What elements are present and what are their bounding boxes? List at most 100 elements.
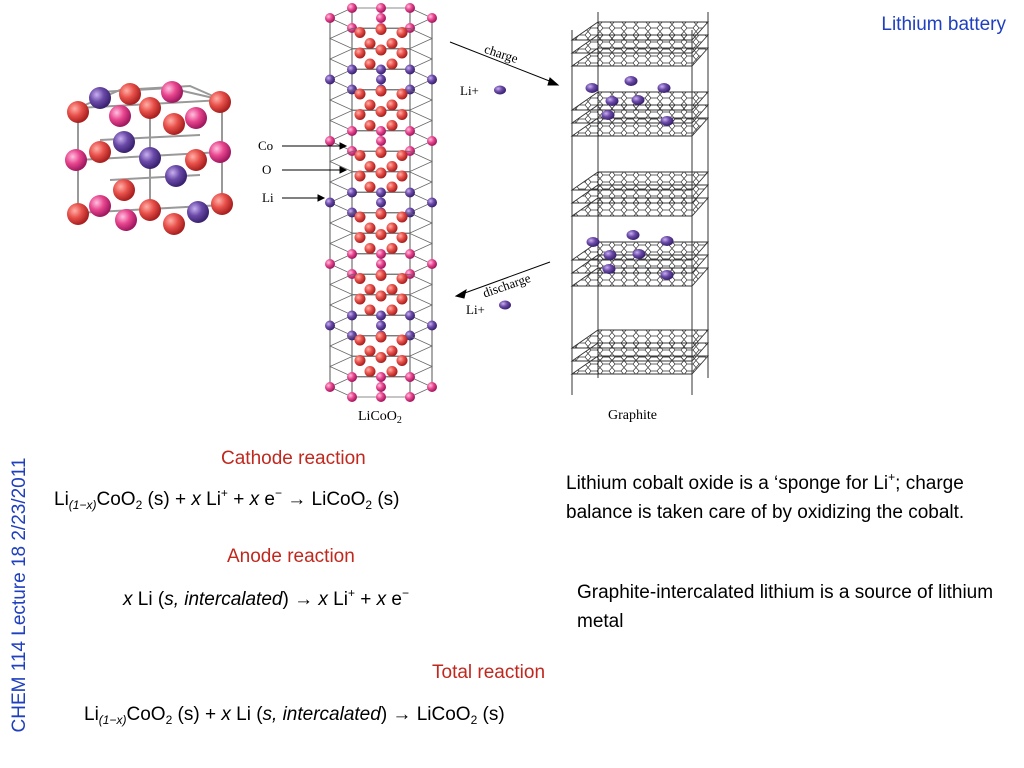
o-atom [396,355,408,366]
o-atom [364,38,376,49]
li-atom [347,84,357,95]
co-atom [347,249,357,259]
o-atom [375,85,387,97]
o-atom [386,120,398,131]
slide-title: Lithium battery [881,14,1006,35]
o-atom [386,345,398,357]
co-atom [427,13,437,23]
o-atom [354,27,366,38]
li-atom [405,84,415,95]
side-label: CHEM 114 Lecture 18 2/23/2011 [9,457,30,733]
o-atom [364,181,376,193]
graphite-sheets [570,21,710,375]
co-atom [347,392,357,402]
o-atom [396,150,408,161]
o-atom [364,222,376,234]
graphite-sheet [570,197,710,217]
co-atom [405,249,415,259]
o-atom [386,181,398,193]
total-heading: Total reaction [432,662,546,683]
li-atom [347,207,357,218]
o-atom [386,222,398,234]
o-atom [396,232,408,243]
intercalated-li-atom [624,76,638,86]
total-equation: Li(1−x)CoO2 (s) + x Li (s, intercalated)… [84,704,505,727]
o-atom [386,99,398,111]
co-atom [376,249,386,259]
co-atom [405,23,415,33]
li-atom [376,64,386,75]
li-ion-top-label: Li+ [460,83,479,98]
o-atom [375,352,387,363]
co-atom [405,126,415,136]
cathode-equation: Li(1−x)CoO2 (s) + x Li+ + x e− → LiCoO2 … [54,486,400,512]
intercalated-li-atom [586,237,600,247]
cathode-heading: Cathode reaction [221,448,366,469]
intercalated-li-atom [657,83,671,93]
o-atom [375,147,387,158]
co-atom [376,382,386,392]
graphite-label: Graphite [608,408,657,423]
li-ion-bottom [499,300,511,310]
co-atom [347,269,357,279]
co-atom [325,136,335,146]
co-atom [427,382,437,392]
intercalated-li-atom [632,249,646,259]
li-atom [347,187,357,198]
o-atom [364,366,376,377]
co-atom [325,13,335,23]
li-ion-top [494,85,506,95]
co-atom [325,382,335,392]
anode-equation: x Li (s, intercalated) → x Li+ + x e− [123,586,409,610]
o-atom [364,243,376,254]
licoo2-label: LiCoO2 [358,409,402,426]
o-atom [375,270,387,281]
layer-outline [329,89,433,111]
co-atom [376,136,386,146]
o-atom [396,273,408,284]
o-atom [396,47,408,59]
co-atom [347,126,357,136]
li-atom [427,74,437,85]
intercalated-li-atom [602,264,616,274]
sponge-note: Lithium cobalt oxide is a ‘sponge for Li… [566,470,965,523]
o-atom [386,304,398,316]
o-atom [396,293,408,305]
graphite-note: Graphite-intercalated lithium is a sourc… [577,582,994,632]
co-atom [405,392,415,402]
co-atom [376,3,386,13]
li-atom [347,64,357,75]
o-atom [354,170,366,182]
o-atom [375,24,387,35]
intercalated-li-atom [660,270,674,280]
o-atom [386,161,398,172]
atom-key [282,142,348,202]
o-atom [396,88,408,100]
li-atom [405,330,415,341]
o-atom [354,211,366,223]
o-atom [364,345,376,357]
li-atom [376,197,386,208]
li-atom [376,320,386,331]
graphite-sheet [570,117,710,137]
label-li: Li [262,190,274,205]
intercalated-li-atom [660,236,674,246]
label-o: O [262,162,271,177]
li-atom [405,187,415,198]
o-atom [375,44,387,56]
li-ion-bottom-label: Li+ [466,302,485,317]
co-atom [376,13,386,23]
intercalated-li-atom [660,116,674,126]
li-atom [376,187,386,198]
o-atom [375,208,387,220]
o-atom [386,284,398,295]
co-atom [405,269,415,279]
o-atom [354,109,366,120]
o-atom [354,232,366,243]
anode-heading: Anode reaction [227,546,355,567]
co-atom [405,372,415,382]
o-atom [354,293,366,305]
o-atom [364,99,376,111]
li-atom [427,320,437,331]
co-atom [427,136,437,146]
